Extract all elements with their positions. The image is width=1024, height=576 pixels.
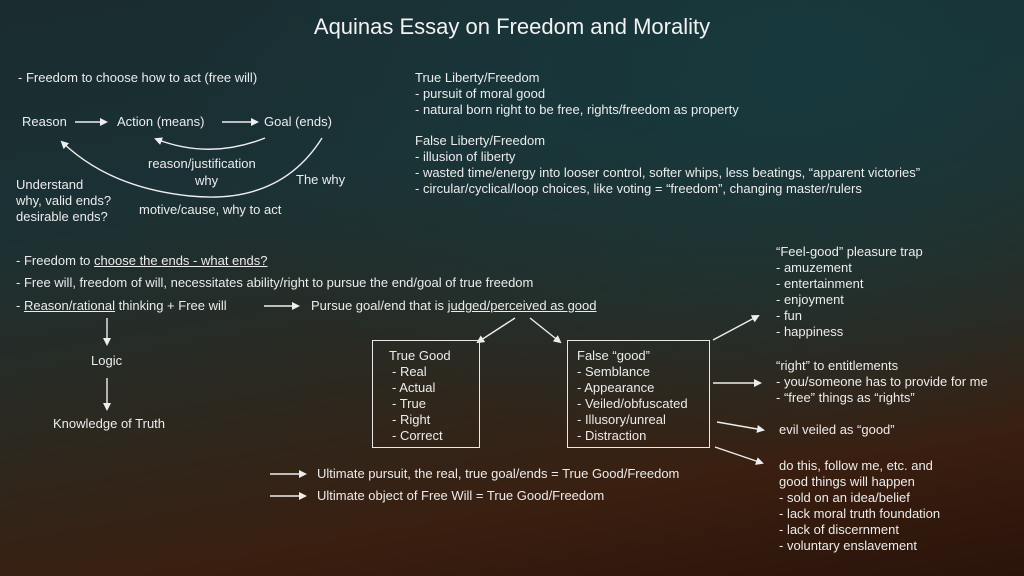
page-title: Aquinas Essay on Freedom and Morality xyxy=(313,14,711,39)
understand-text: Understand why, valid ends? desirable en… xyxy=(16,177,112,224)
do-this-list: do this, follow me, etc. and good things… xyxy=(779,458,941,553)
arrow-to-feel-good xyxy=(712,315,760,341)
false-good-box: False “good” - Semblance - Appearance - … xyxy=(567,340,710,448)
entitlements-list: “right” to entitlements - you/someone ha… xyxy=(776,358,988,405)
node-reason: Reason xyxy=(22,114,67,129)
arrow-to-false-good xyxy=(529,317,562,344)
arrow-to-do-this xyxy=(714,446,764,465)
label-the-why: The why xyxy=(296,172,346,187)
arrow-goal-reason-curve xyxy=(60,137,323,198)
label-motive: motive/cause, why to act xyxy=(139,202,282,217)
node-knowledge: Knowledge of Truth xyxy=(53,416,166,431)
arrow-to-evil xyxy=(716,421,765,433)
free-will-line: - Free will, freedom of will, necessitat… xyxy=(16,275,534,290)
node-goal: Goal (ends) xyxy=(264,114,332,129)
label-justification: reason/justification xyxy=(148,156,256,171)
arrow-to-true-good xyxy=(476,317,516,344)
reason-line: - Reason/rational thinking + Free will xyxy=(16,298,227,313)
node-logic: Logic xyxy=(91,353,123,368)
free-will-heading: - Freedom to choose how to act (free wil… xyxy=(18,70,258,85)
false-liberty-list: False Liberty/Freedom - illusion of libe… xyxy=(415,133,921,196)
evil-veiled-text: evil veiled as “good” xyxy=(779,422,895,437)
pursue-line: Pursue goal/end that is judged/perceived… xyxy=(311,298,597,313)
feel-good-list: “Feel-good” pleasure trap - amuzement - … xyxy=(776,244,923,339)
ultimate-object-text: Ultimate object of Free Will = True Good… xyxy=(317,488,605,503)
label-why: why xyxy=(195,173,219,188)
true-good-box: True Good - Real - Actual - True - Right… xyxy=(372,340,480,448)
choose-ends-line: - Freedom to choose the ends - what ends… xyxy=(16,253,268,268)
arrow-goal-action-curve xyxy=(154,137,266,150)
node-action: Action (means) xyxy=(117,114,205,129)
true-liberty-list: True Liberty/Freedom - pursuit of moral … xyxy=(415,70,739,117)
ultimate-pursuit-text: Ultimate pursuit, the real, true goal/en… xyxy=(317,466,680,481)
